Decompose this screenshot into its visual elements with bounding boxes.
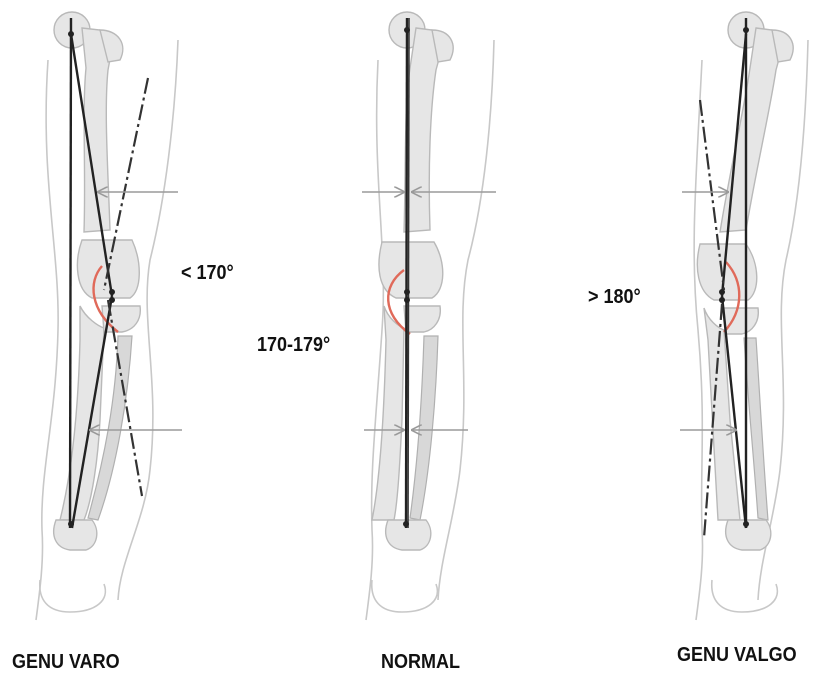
valgo-title: GENU VALGO bbox=[677, 644, 797, 667]
varo-angle-label: < 170° bbox=[181, 262, 234, 285]
valgo-leg bbox=[680, 12, 808, 620]
varo-leg bbox=[36, 12, 182, 620]
normal-leg bbox=[362, 12, 496, 620]
normal-angle-label: 170-179° bbox=[257, 334, 330, 357]
varo-title: GENU VARO bbox=[12, 651, 120, 674]
valgo-angle-label: > 180° bbox=[588, 286, 641, 309]
normal-title: NORMAL bbox=[381, 651, 460, 674]
